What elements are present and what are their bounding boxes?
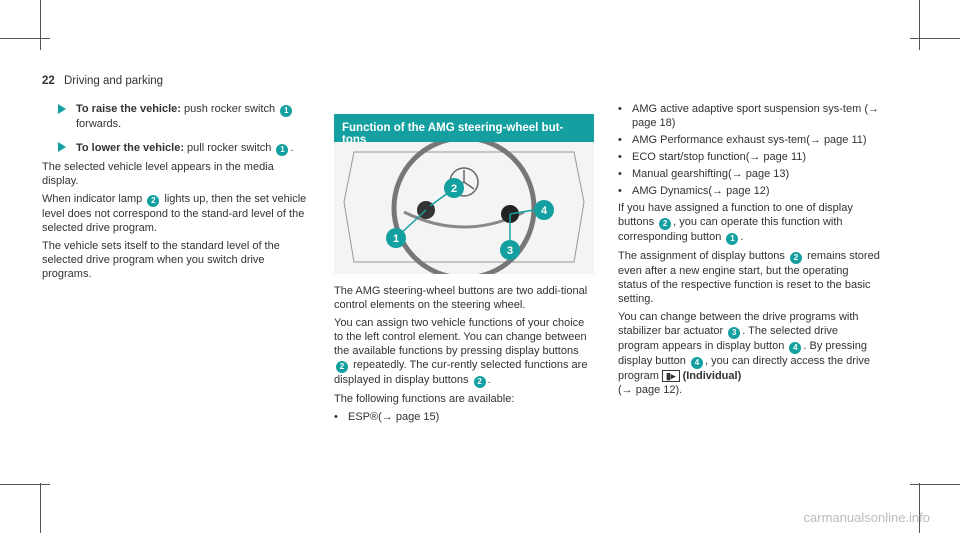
paragraph: The AMG steering-wheel buttons are two a… — [334, 285, 588, 311]
callout-4-icon: 4 — [789, 342, 802, 354]
callout-1-icon: 1 — [280, 105, 293, 117]
crop-mark — [40, 483, 41, 533]
svg-text:1: 1 — [393, 233, 399, 245]
callout-2-icon: 2 — [336, 361, 348, 373]
list-item: •AMG Dynamics(→ page 12) — [618, 185, 770, 197]
svg-text:3: 3 — [507, 245, 513, 257]
callout-1-icon — [386, 228, 406, 248]
crop-mark — [0, 484, 50, 485]
callout-1-icon: 1 — [276, 144, 289, 156]
crop-mark — [40, 0, 41, 50]
callout-2-icon: 2 — [659, 218, 672, 230]
crop-mark — [910, 38, 960, 39]
individual-program-icon: ▮▸ — [662, 370, 680, 382]
paragraph: You can assign two vehicle functions of … — [334, 317, 588, 388]
crop-mark — [0, 38, 50, 39]
list-item: •AMG active adaptive sport suspension sy… — [618, 103, 879, 129]
callout-2-icon — [444, 178, 464, 198]
step-lower: To lower the vehicle: pull rocker switch… — [76, 142, 294, 156]
paragraph: When indicator lamp 2 lights up, then th… — [42, 193, 307, 234]
paragraph: If you have assigned a function to one o… — [618, 202, 853, 245]
header-title: Driving and parking — [64, 75, 164, 87]
paragraph: The selected vehicle level appears in th… — [42, 161, 274, 187]
svg-text:2: 2 — [451, 183, 457, 195]
crop-mark — [910, 484, 960, 485]
left-column: To raise the vehicle: push rocker switch… — [42, 102, 312, 285]
list-item: •AMG Performance exhaust sys-tem(→ page … — [618, 134, 867, 146]
svg-text:4: 4 — [541, 205, 548, 217]
callout-2-icon: 2 — [473, 376, 486, 388]
middle-column: The AMG steering-wheel buttons are two a… — [334, 284, 596, 427]
callout-3-icon — [500, 240, 520, 260]
paragraph: You can change between the drive program… — [618, 311, 871, 396]
callout-1-icon: 1 — [726, 233, 739, 245]
paragraph: The vehicle sets itself to the standard … — [42, 240, 280, 280]
list-item: •ECO start/stop function(→ page 11) — [618, 151, 807, 163]
watermark: carmanualsonline.info — [803, 510, 930, 525]
callout-4-icon — [534, 200, 554, 220]
step-arrow-icon — [58, 142, 66, 152]
callout-2-icon: 2 — [147, 195, 160, 207]
step-raise: To raise the vehicle: push rocker switch… — [42, 102, 312, 131]
list-item: •ESP®(→ page 15) — [334, 411, 440, 423]
crop-mark — [919, 483, 920, 533]
paragraph: The following functions are available: — [334, 393, 515, 405]
callout-3-icon: 3 — [728, 327, 741, 339]
paragraph: The assignment of display buttons 2 rema… — [618, 250, 880, 305]
crop-mark — [919, 0, 920, 50]
callout-4-icon: 4 — [690, 357, 703, 369]
right-column: •AMG active adaptive sport suspension sy… — [618, 102, 880, 401]
list-item: •Manual gearshifting(→ page 13) — [618, 168, 790, 180]
page-number: 22 — [42, 75, 55, 87]
callout-2-icon: 2 — [790, 252, 802, 264]
page-header: 22 Driving and parking — [42, 75, 163, 87]
steering-wheel-illustration: 1 2 3 4 — [334, 135, 594, 281]
step-arrow-icon — [58, 104, 66, 114]
